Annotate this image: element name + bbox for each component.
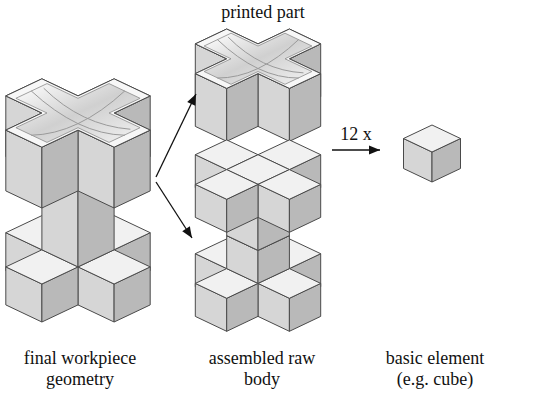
printed-rim: [6, 79, 150, 147]
saddle-contour: [44, 88, 131, 129]
top-face: [258, 170, 321, 200]
workpiece-figure: [6, 79, 150, 322]
printed-rim: [195, 29, 320, 88]
saddle-contour: [31, 91, 125, 135]
top-face: [404, 125, 461, 152]
arrow-connector: [156, 94, 196, 177]
arrow-connector: [332, 146, 380, 155]
saddle-contour: [217, 39, 299, 78]
arrow-line: [156, 94, 196, 177]
arrow-connector: [156, 182, 192, 238]
saddle-surface: [204, 33, 312, 84]
saddle-contour: [228, 37, 303, 73]
raw-body-figure: [195, 140, 320, 331]
arrow-head: [369, 146, 380, 155]
figure-caption: assembled raw body: [192, 348, 332, 390]
figure-node: basic element (e.g. cube): [380, 110, 490, 394]
figure-node: printed part: [196, 2, 330, 142]
saddle-surface: [16, 84, 140, 143]
arrow-head: [182, 226, 192, 238]
figure-caption: final workpiece geometry: [4, 348, 156, 390]
arrow-line: [156, 182, 192, 238]
figure-node: final workpiece geometry: [4, 60, 156, 394]
saddle-contour: [217, 39, 299, 78]
figure-node: assembled raw body: [192, 138, 332, 394]
arrow-head: [187, 94, 196, 106]
figure-caption: basic element (e.g. cube): [380, 348, 490, 390]
cube-figure: [404, 125, 461, 182]
printed-part-figure: [195, 29, 320, 141]
top-face: [195, 170, 258, 200]
edge-label: 12 x: [338, 124, 374, 144]
saddle-contour: [31, 91, 125, 135]
figure-caption: printed part: [196, 2, 330, 23]
